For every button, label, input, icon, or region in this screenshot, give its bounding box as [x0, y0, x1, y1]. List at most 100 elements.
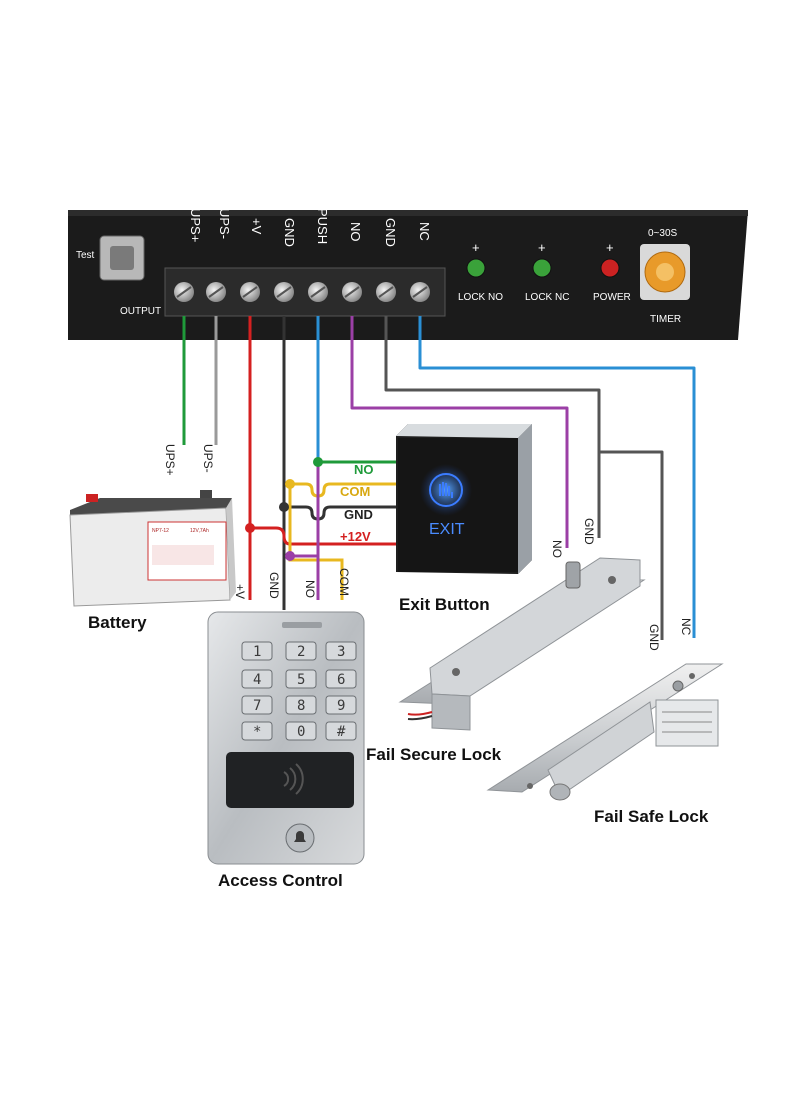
- key-5[interactable]: 5: [285, 669, 317, 689]
- bus-line-gnd: [284, 505, 396, 521]
- wire-label-fail-secure-gnd: GND: [582, 518, 596, 545]
- terminal-screw: [342, 282, 362, 302]
- svg-text:+: +: [472, 240, 480, 255]
- terminal-screw: [274, 282, 294, 302]
- exit-button[interactable]: EXIT Exit Button: [396, 424, 532, 614]
- terminal-labels: UPS+ UPS- +V GND PUSH NO GND NC: [188, 208, 432, 247]
- key-hash[interactable]: #: [325, 721, 357, 741]
- terminal-label-gnd-2: GND: [383, 218, 398, 247]
- wire-fail-secure-no: [350, 316, 569, 548]
- junction-dot: [285, 551, 295, 561]
- key-2[interactable]: 2: [285, 641, 317, 661]
- wire-gnd-common: [384, 316, 601, 538]
- key-6[interactable]: 6: [325, 669, 357, 689]
- key-label: 2: [297, 644, 305, 660]
- junction-dot: [279, 502, 289, 512]
- key-label: 6: [337, 672, 345, 688]
- exit-label: EXIT: [429, 521, 465, 538]
- power-controller: Test OUTPUT UPS+ UPS- +V GND PUSH NO GND…: [68, 208, 748, 340]
- bus-label-12v: +12V: [340, 529, 371, 544]
- wires: [182, 316, 696, 640]
- fail-safe-lock: Fail Safe Lock: [486, 663, 724, 826]
- key-1[interactable]: 1: [241, 641, 273, 661]
- hand-icon: [429, 473, 463, 507]
- fail-secure-caption: Fail Secure Lock: [366, 745, 502, 764]
- terminal-label-ups-minus: UPS-: [217, 208, 232, 239]
- terminal-label-push: PUSH: [315, 208, 330, 244]
- key-7[interactable]: 7: [241, 695, 273, 715]
- key-label: 0: [297, 724, 305, 740]
- terminal-screw: [174, 282, 194, 302]
- terminal-label-plus-v: +V: [249, 218, 264, 235]
- test-label: Test: [76, 250, 95, 261]
- terminal-label-ups-plus: UPS+: [188, 208, 203, 242]
- battery-caption: Battery: [88, 613, 147, 632]
- output-label: OUTPUT: [120, 306, 161, 317]
- access-control-keypad[interactable]: 1 2 3 4 5 6 7 8 9 * 0 # Access Control: [207, 611, 365, 890]
- key-4[interactable]: 4: [241, 669, 273, 689]
- terminal-label-gnd-1: GND: [282, 218, 297, 247]
- led-power: + POWER: [593, 240, 631, 303]
- battery: NP7-12 12V,7Ah Battery: [69, 490, 236, 632]
- test-button[interactable]: [99, 235, 145, 281]
- bus-line-12v: [250, 526, 396, 546]
- led-power-light: [600, 258, 620, 278]
- key-label: *: [253, 724, 261, 740]
- led-lock-no-label: LOCK NO: [458, 292, 503, 303]
- key-label: 8: [297, 698, 305, 714]
- terminal-strip: [662, 711, 712, 733]
- battery-model: NP7-12: [152, 528, 169, 534]
- battery-rating: 12V,7Ah: [190, 528, 209, 534]
- svg-text:+: +: [538, 240, 546, 255]
- terminal-screw: [308, 282, 328, 302]
- wire-label-no: NO: [303, 580, 317, 598]
- junction-dots: [245, 457, 323, 561]
- key-label: 7: [253, 698, 261, 714]
- junction-dot: [313, 457, 323, 467]
- key-star[interactable]: *: [241, 721, 273, 741]
- exit-button-caption: Exit Button: [399, 595, 490, 614]
- fail-safe-caption: Fail Safe Lock: [594, 807, 709, 826]
- access-control-caption: Access Control: [218, 871, 343, 890]
- timer-label: TIMER: [650, 314, 681, 325]
- key-label: 5: [297, 672, 305, 688]
- terminal-screw: [206, 282, 226, 302]
- wire-label-gnd: GND: [267, 572, 281, 599]
- wire-label-com: COM: [337, 568, 351, 596]
- bus-label-com: COM: [340, 484, 370, 499]
- junction-dot: [285, 479, 295, 489]
- terminal-label-no: NO: [348, 222, 363, 242]
- key-9[interactable]: 9: [325, 695, 357, 715]
- wire-label-fail-safe-gnd: GND: [647, 624, 661, 651]
- terminal-screws: [174, 282, 430, 302]
- svg-text:+: +: [606, 240, 614, 255]
- key-label: 3: [337, 644, 345, 660]
- bus-label-no: NO: [354, 462, 374, 477]
- led-lock-nc-label: LOCK NC: [525, 292, 569, 303]
- terminal-label-nc: NC: [417, 222, 432, 241]
- rfid-icon: [283, 763, 304, 795]
- led-power-label: POWER: [593, 292, 631, 303]
- bus-line-com-keypad: [288, 484, 344, 600]
- key-label: 1: [253, 644, 261, 660]
- wire-label-ups-minus: UPS-: [201, 444, 215, 473]
- key-8[interactable]: 8: [285, 695, 317, 715]
- wire-nc: [418, 316, 696, 638]
- timer-knob[interactable]: 0~30S TIMER: [640, 228, 690, 325]
- key-0[interactable]: 0: [285, 721, 317, 741]
- junction-dot: [245, 523, 255, 533]
- terminal-screw: [240, 282, 260, 302]
- wire-label-ups-plus: UPS+: [163, 444, 177, 476]
- key-3[interactable]: 3: [325, 641, 357, 661]
- led-lock-no: + LOCK NO: [458, 240, 503, 303]
- bell-icon: [294, 831, 306, 842]
- wire-label-fail-secure-no: NO: [550, 540, 564, 558]
- wire-fail-safe-gnd: [599, 450, 664, 640]
- key-label: 9: [337, 698, 345, 714]
- key-label: #: [337, 724, 346, 740]
- led-lock-nc-light: [532, 258, 552, 278]
- fail-secure-lock: Fail Secure Lock: [366, 557, 646, 764]
- fail-secure-wires: [407, 711, 433, 716]
- led-lock-nc: + LOCK NC: [525, 240, 569, 303]
- bus-label-gnd: GND: [344, 507, 373, 522]
